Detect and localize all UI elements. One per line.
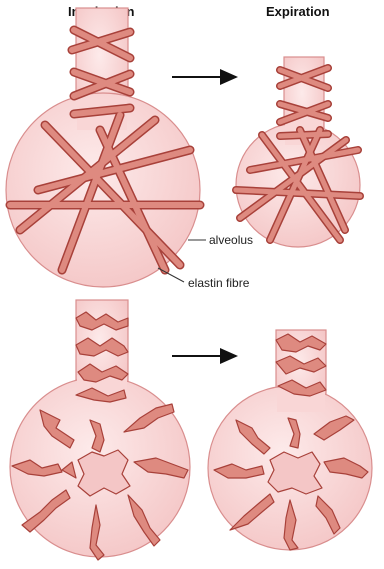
label-alveolus: alveolus (209, 233, 253, 247)
alveolus-inspiration-top (6, 8, 200, 287)
elastin-leader (158, 268, 184, 282)
label-elastin-fibre: elastin fibre (188, 276, 249, 290)
